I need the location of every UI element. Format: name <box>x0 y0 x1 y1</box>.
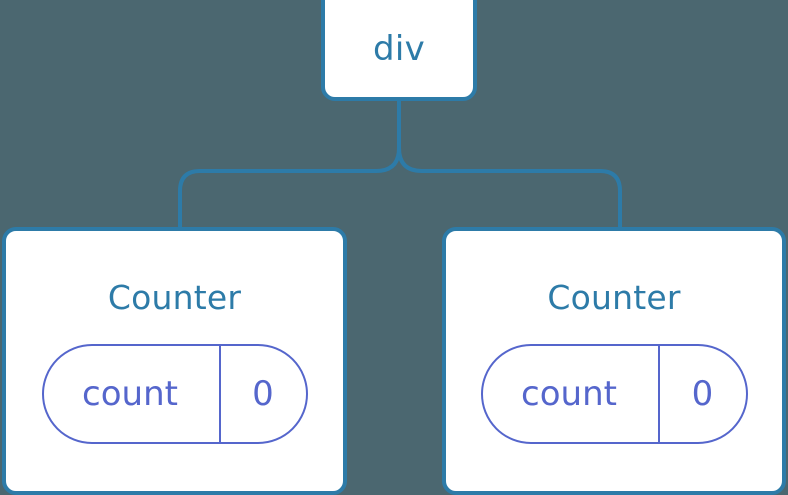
connector-root-to-left-child <box>178 147 401 230</box>
state-key-counter-0: count <box>82 374 178 414</box>
state-pill-counter-1: count 0 <box>480 344 748 444</box>
node-counter-0-label: Counter <box>107 278 242 317</box>
node-counter-1[interactable]: Counter count 0 <box>442 227 786 495</box>
state-value-counter-0: 0 <box>218 346 306 442</box>
state-pill-counter-0: count 0 <box>41 344 308 444</box>
node-counter-1-label: Counter <box>547 278 681 317</box>
node-counter-0[interactable]: Counter count 0 <box>2 227 347 495</box>
state-value-counter-1: 0 <box>657 346 746 442</box>
state-key-counter-1: count <box>521 374 617 414</box>
node-root-label: div <box>372 28 426 69</box>
node-root-div[interactable]: div <box>321 0 477 101</box>
connector-root-to-right-child <box>397 100 622 230</box>
